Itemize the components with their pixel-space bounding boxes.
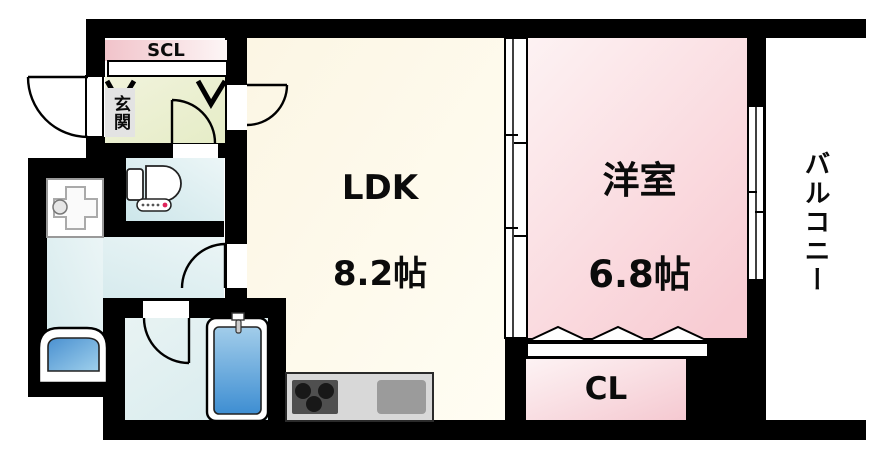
toilet: [126, 165, 182, 212]
kitchen-sink: [377, 380, 426, 414]
wall-pan-toilet: [103, 158, 126, 237]
door-swings: [26, 75, 289, 365]
wall-bathroom-left: [103, 318, 125, 440]
wall-basin-bottom: [28, 382, 105, 397]
closet-rod: [526, 342, 709, 358]
shoe-closet-area: [105, 40, 227, 61]
opening-entrance-ldk: [227, 85, 247, 130]
wash-basin: [37, 326, 109, 385]
wall-entrance-left-upper: [86, 38, 105, 77]
kitchen-counter: [285, 372, 434, 422]
entrance-door-leaf: [85, 75, 104, 138]
ldk-door-swing: [246, 83, 289, 127]
shoe-closet-rod: [107, 60, 228, 77]
entrance-floor: [105, 76, 227, 144]
wall-top: [86, 19, 866, 38]
faucet-icon: [231, 312, 245, 321]
wall-toilet-bottom: [103, 221, 224, 237]
western-room-floor: [526, 38, 747, 340]
bathtub: [205, 312, 270, 423]
wall-washroom-bottom: [103, 298, 286, 318]
closet-area: [526, 359, 686, 420]
burner-icon: [295, 383, 311, 399]
entrance-door-swing: [26, 75, 89, 139]
folding-closet-door: [527, 325, 709, 342]
faucet-stem-icon: [235, 319, 242, 334]
door-openings: [143, 85, 247, 318]
burner-icon: [306, 396, 322, 412]
toilet-led: [162, 202, 168, 208]
wall-entrance-left-lower: [86, 137, 105, 160]
wall-pan-top: [47, 158, 105, 179]
opening-toilet: [173, 144, 218, 158]
toilet-door-swing: [170, 98, 217, 144]
room-floors: [47, 38, 747, 422]
opening-washroom: [227, 244, 247, 288]
chevron-right-icon: [195, 79, 228, 109]
opening-bathroom: [143, 301, 189, 318]
washing-machine-pan: [46, 178, 104, 238]
ldk-floor: [247, 38, 506, 422]
balcony-window: [747, 105, 765, 281]
bathroom-door-swing: [142, 317, 191, 365]
drain-icon: [52, 199, 68, 215]
wall-bathroom-right: [268, 318, 286, 440]
burner-icon: [318, 383, 334, 399]
washroom-door-swing: [180, 242, 227, 289]
sliding-partition: [504, 37, 528, 339]
